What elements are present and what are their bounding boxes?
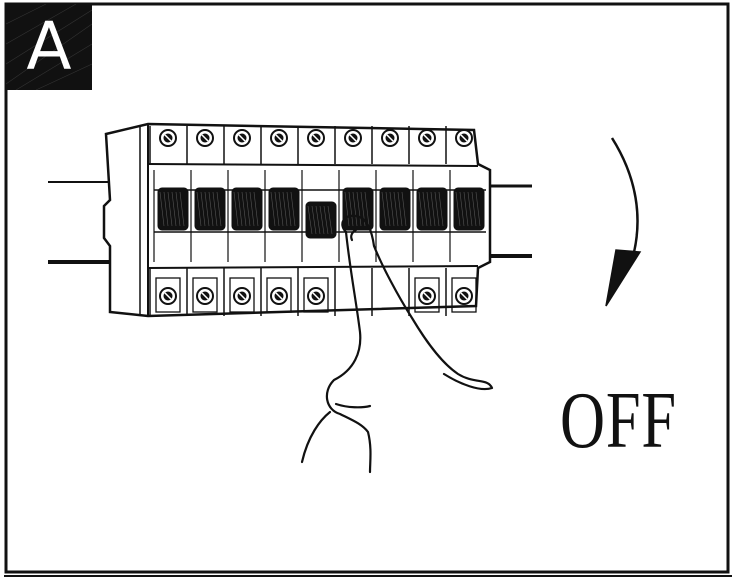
lever-texture [196,191,202,227]
lever-texture [389,191,395,227]
screw-slot [312,134,320,142]
lever-texture [319,205,325,235]
lever-texture [385,191,391,227]
lever-texture [159,191,165,227]
lever-texture [315,205,321,235]
lever-texture [323,205,329,235]
rotation-arrow-icon [605,137,642,307]
breaker-module [334,126,374,316]
screw-slot [164,134,172,142]
lever-texture [216,191,222,227]
lever-texture [270,191,276,227]
lever-texture [278,191,284,227]
screw-slot [423,292,431,300]
lever-texture [381,191,387,227]
terminal-box [192,277,218,313]
screw-slot [275,292,283,300]
lever-texture [455,191,461,227]
terminal-box [451,277,477,313]
breaker-modules [149,126,485,316]
lever-texture [418,191,424,227]
lever-texture [307,205,313,235]
screw-slot [349,134,357,142]
breaker-module [149,126,189,316]
screw-slot [423,134,431,142]
lever-texture [179,191,185,227]
lever-texture [426,191,432,227]
screw-slot [460,292,468,300]
lever-texture [245,191,251,227]
lever-texture [200,191,206,227]
lever-texture [286,191,292,227]
lever-texture [344,191,350,227]
screw-slot [275,134,283,142]
breaker-module [186,126,226,316]
lever-texture [282,191,288,227]
lever-texture [364,191,370,227]
lever-texture [253,191,259,227]
lever-texture [467,191,473,227]
terminal-box [303,277,329,313]
breaker-module [223,126,263,316]
lever-texture [397,191,403,227]
lever-texture [352,191,358,227]
terminal-box [229,277,255,313]
lever-texture [356,191,362,227]
lever-texture [430,191,436,227]
lever-texture [163,191,169,227]
screw-slot [460,134,468,142]
lever-texture [422,191,428,227]
lever-texture [204,191,210,227]
lever-texture [471,191,477,227]
lever-texture [434,191,440,227]
breaker-module [371,126,411,316]
lever-texture [327,205,333,235]
lever-texture [208,191,214,227]
lever-texture [171,191,177,227]
screw-slot [312,292,320,300]
lever-texture [167,191,173,227]
breaker-module [260,126,300,316]
breaker-module [297,126,337,316]
terminal-box [414,277,440,313]
terminal-box [155,277,181,313]
lever-texture [241,191,247,227]
screw-slot [238,134,246,142]
screw-slot [201,134,209,142]
screw-slot [201,292,209,300]
lever-texture [175,191,181,227]
lever-texture [233,191,239,227]
badge-texture [6,4,92,90]
screw-slot [164,292,172,300]
lever-texture [212,191,218,227]
hand-icon [300,214,494,474]
terminal-box [266,277,292,313]
lever-texture [401,191,407,227]
lever-texture [475,191,481,227]
lever-texture [393,191,399,227]
lever-texture [463,191,469,227]
step-badge: A [6,4,92,90]
lever-texture [237,191,243,227]
lever-texture [249,191,255,227]
breaker-module [408,126,448,316]
off-state-label: OFF [560,377,677,465]
screw-slot [386,134,394,142]
din-rail [48,181,532,264]
lever-texture [438,191,444,227]
lever-texture [290,191,296,227]
breaker-module [445,126,485,316]
lever-texture [274,191,280,227]
lever-texture [459,191,465,227]
lever-texture [311,205,317,235]
step-letter: A [26,8,72,85]
lever-texture [348,191,354,227]
screw-slot [238,292,246,300]
